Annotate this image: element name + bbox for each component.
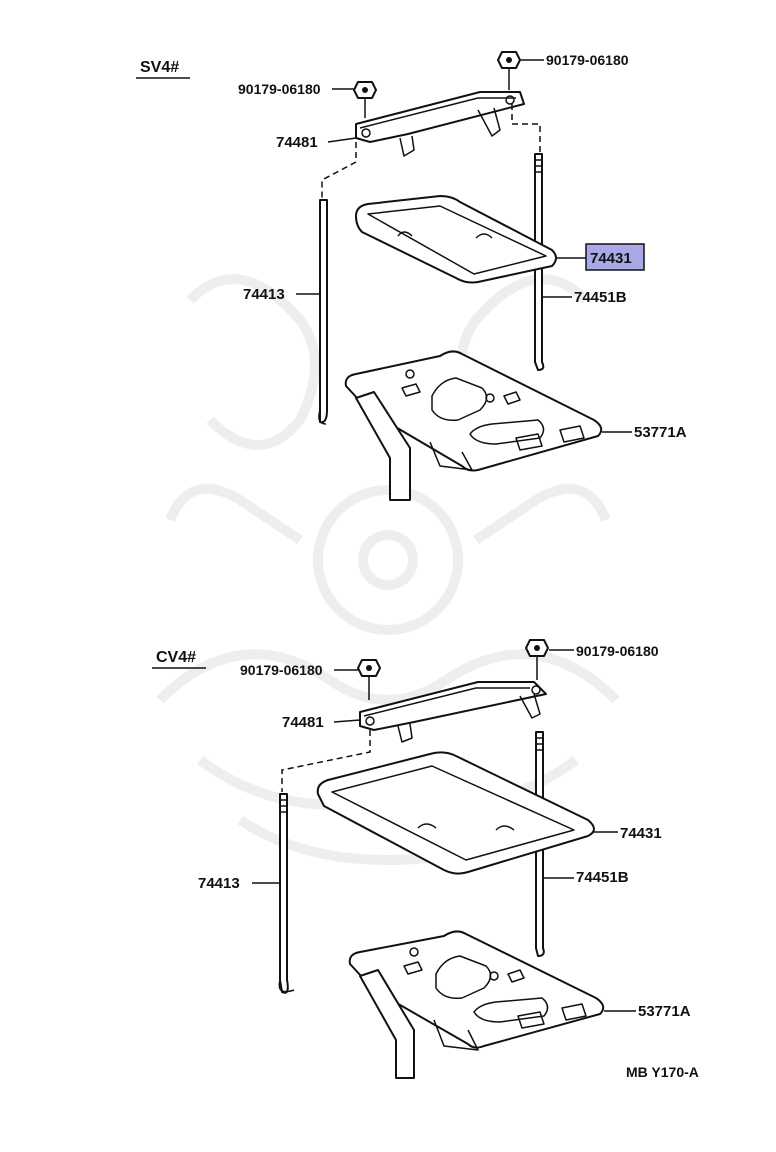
label-clamp[interactable]: 74481 [282,714,324,731]
battery-tray[interactable] [355,195,557,284]
label-rod-left[interactable]: 74413 [243,286,285,303]
section-header: SV4# [140,59,179,76]
label-nut-left[interactable]: 90179-06180 [238,81,321,97]
label-rod-right[interactable]: 74451B [576,869,629,886]
nut-left[interactable] [357,659,381,700]
label-rod-right[interactable]: 74451B [574,289,627,306]
label-nut-right[interactable]: 90179-06180 [576,643,659,659]
battery-tray[interactable] [316,751,595,875]
label-rod-left[interactable]: 74413 [198,875,240,892]
label-nut-right[interactable]: 90179-06180 [546,52,629,68]
rod-left[interactable] [318,199,328,425]
nut-right[interactable] [525,639,549,680]
leader-clamp [327,137,357,143]
label-carrier[interactable]: 53771A [638,1003,691,1020]
battery-carrier[interactable] [348,930,605,1079]
rod-left[interactable] [278,793,295,994]
label-carrier[interactable]: 53771A [634,424,687,441]
footer-code: MB Y170-A [626,1064,699,1080]
label-tray[interactable]: 74431 [620,825,662,842]
label-tray[interactable]: 74431 [590,250,632,267]
tray-highlight-box [585,243,645,271]
nut-left[interactable] [353,81,377,118]
section-cv4: CV4# 90179-06180 90179-06180 74481 [152,639,691,1079]
dash-right [511,104,541,152]
clamp-bracket[interactable] [359,681,547,743]
clamp-bracket[interactable] [355,91,525,157]
battery-carrier[interactable] [344,350,603,501]
dash-left [321,142,357,200]
label-nut-left[interactable]: 90179-06180 [240,662,323,678]
nut-right[interactable] [497,51,521,90]
dash-left [281,730,371,792]
section-header: CV4# [156,649,196,666]
leader-clamp [333,719,361,723]
label-clamp[interactable]: 74481 [276,134,318,151]
section-sv4: SV4# 90179-06180 90179-06180 74481 [136,51,687,501]
